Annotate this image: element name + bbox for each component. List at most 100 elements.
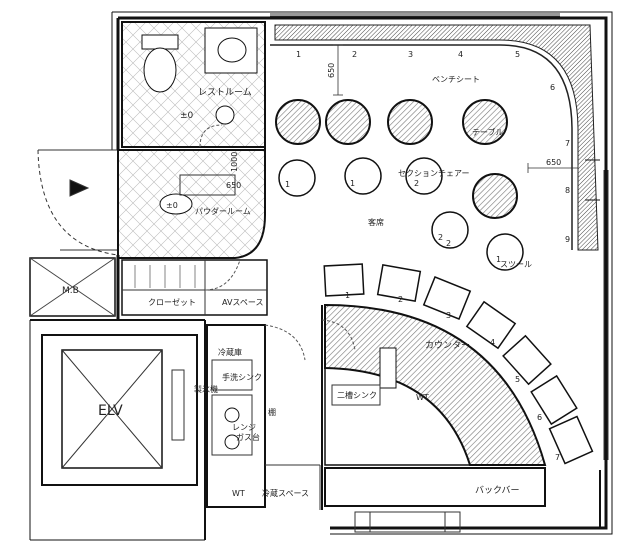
chair-number: 2: [446, 239, 451, 248]
powder-basin-icon: [159, 193, 193, 215]
dimension-650-top: [333, 44, 343, 96]
back-bar-label: バックバー: [475, 485, 520, 496]
seat-number: 8: [565, 186, 570, 195]
entrance-arrow-icon: [69, 179, 90, 197]
table-label: テーブル: [472, 127, 504, 137]
chair-number: 2: [438, 233, 443, 242]
dim-650-right: 650: [546, 158, 561, 167]
stool: [502, 334, 552, 386]
wt-kitchen-label: WT: [232, 489, 245, 498]
table: [472, 173, 518, 219]
bottom-steps: [354, 511, 461, 533]
section-chair-label: セクションチェアー: [398, 169, 470, 178]
stool-numbers: 1 2 3 4 5 6 7: [345, 291, 560, 462]
stool-number: 6: [537, 413, 542, 422]
seat-number: 4: [458, 50, 463, 59]
fridge-space-label: 冷蔵スペース: [262, 488, 309, 498]
chair-number: 1: [285, 180, 290, 189]
powder-level: ±0: [166, 201, 178, 210]
range-label: レンジ: [232, 423, 256, 432]
stools: [323, 263, 594, 465]
seat-number: 9: [565, 235, 570, 244]
ice-maker-label: 製氷機: [194, 384, 218, 394]
basin-icon: [217, 37, 247, 63]
av-space-label: AVスペース: [222, 298, 263, 307]
counter-label: カウンター: [425, 340, 470, 351]
chair: [405, 157, 443, 195]
chairs: [278, 157, 524, 271]
table: [325, 99, 371, 145]
stool: [465, 300, 517, 350]
bench-seat-label: ベンチシート: [432, 75, 480, 84]
restroom-label: レストルーム: [198, 87, 252, 98]
chair-numbers: 1 1 2 2 1 2: [285, 179, 501, 264]
stool: [422, 275, 472, 321]
bench-seat-inner: [270, 44, 573, 250]
restroom-level: ±0: [180, 111, 194, 121]
table: [462, 99, 508, 145]
wash-sink-label: 手洗シンク: [222, 372, 262, 382]
seat-number: 2: [352, 50, 357, 59]
dimension-650-right: [527, 163, 579, 173]
dim-1000: 1000: [230, 152, 239, 172]
chair: [431, 211, 469, 249]
interior-partitions: [264, 22, 600, 510]
table: [387, 99, 433, 145]
toilet-bowl-icon: [143, 47, 177, 93]
chair: [278, 159, 316, 197]
mb-label: M.B: [62, 286, 79, 296]
stool-number: 2: [398, 295, 403, 304]
floor-drain-icon: [215, 105, 235, 125]
table: [275, 99, 321, 145]
sink-2-label: 二槽シンク: [337, 390, 377, 400]
elevator: ELV: [41, 334, 198, 486]
entrance-door: [37, 149, 119, 256]
chair-number: 2: [414, 179, 419, 188]
stool-number: 3: [446, 311, 451, 320]
kitchen: 冷蔵庫 手洗シンク 製氷機 レンジ ガス台 棚 WT 冷蔵スペース: [194, 324, 321, 510]
mb-shaft: M.B: [29, 257, 116, 317]
chair-number: 1: [496, 255, 501, 264]
back-bar: バックバー: [324, 467, 546, 507]
restroom: レストルーム ±0: [121, 21, 266, 148]
powder-room-label: パウダールーム: [195, 206, 251, 216]
guest-seating-label: 客席: [368, 217, 384, 227]
bar-counter: カウンター 二槽シンク WT: [324, 303, 547, 466]
seat-number: 7: [565, 139, 570, 148]
bench-seat-band: [274, 24, 599, 251]
cold-box-label: 冷蔵庫: [218, 347, 242, 357]
seat-number: 1: [296, 50, 301, 59]
wt-counter-label: WT: [416, 393, 429, 402]
closet-av: クローゼット AVスペース: [121, 259, 268, 316]
burner-icon: [224, 407, 240, 423]
stool: [376, 264, 422, 302]
chair: [344, 157, 382, 195]
stool-number: 5: [515, 375, 520, 384]
stool-number: 1: [345, 291, 350, 300]
gas-stove-label: ガス台: [236, 432, 260, 442]
stool: [530, 374, 578, 426]
stool-number: 7: [555, 453, 560, 462]
tables: [275, 99, 518, 219]
stool-label: スツール: [500, 260, 532, 269]
shelf-label: 棚: [268, 407, 276, 417]
closet-label: クローゼット: [148, 297, 196, 307]
stool: [323, 263, 365, 297]
burner-icon: [224, 434, 240, 450]
seat-number: 3: [408, 50, 413, 59]
dim-650-powder: 650: [226, 181, 241, 190]
outer-walls: [29, 11, 613, 541]
stool-number: 4: [490, 338, 495, 347]
chair-number: 1: [350, 179, 355, 188]
chair: [486, 233, 524, 271]
toilet-icon: [141, 34, 179, 50]
seat-number: 6: [550, 83, 555, 92]
powder-room: ±0 パウダールーム 650 1000: [117, 149, 266, 259]
elv-label: ELV: [98, 403, 123, 419]
window-marks: [270, 13, 609, 460]
seat-number: 5: [515, 50, 520, 59]
dim-650-top: 650: [327, 63, 336, 78]
bench-seat-numbers: 1 2 3 4 5 6 7 8 9: [296, 50, 570, 244]
stool: [548, 415, 594, 465]
